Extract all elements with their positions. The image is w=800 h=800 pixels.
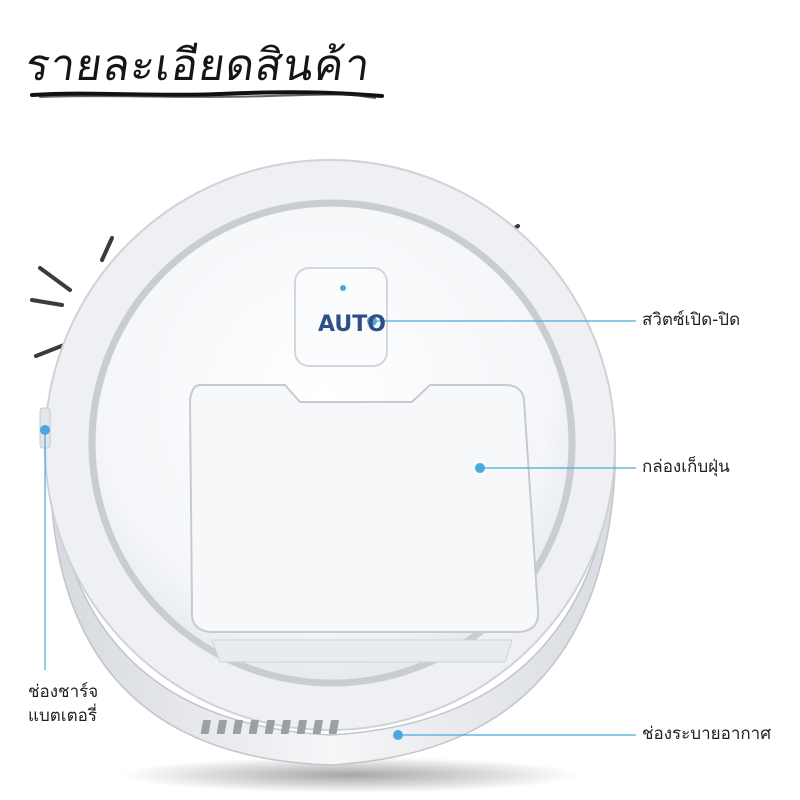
label-charging-port-line2: แบตเตอรี่ [28, 706, 97, 726]
title-underline [30, 90, 384, 99]
label-air-vent: ช่องระบายอากาศ [642, 724, 771, 744]
label-dust-box: กล่องเก็บฝุ่น [642, 457, 730, 477]
dust-bin-handle [211, 639, 513, 663]
dust-bin-lid [188, 384, 540, 633]
auto-button-text: AUTO [318, 312, 386, 337]
callout-lines [44, 320, 636, 736]
auto-button-panel [294, 267, 388, 367]
power-indicator-led [340, 285, 346, 291]
device-side-wall [49, 419, 616, 766]
floor-shadow [120, 757, 580, 793]
callout-dots [40, 316, 485, 740]
side-brush-left [30, 236, 114, 358]
label-charging-port-line1: ช่องชาร์จ [28, 682, 99, 702]
label-charging-port: ช่องชาร์จ แบตเตอรี่ [28, 680, 98, 728]
air-vent-slats [200, 720, 339, 734]
label-power-switch: สวิตซ์เปิด-ปิด [642, 310, 741, 330]
device-rim-ring [88, 199, 576, 687]
